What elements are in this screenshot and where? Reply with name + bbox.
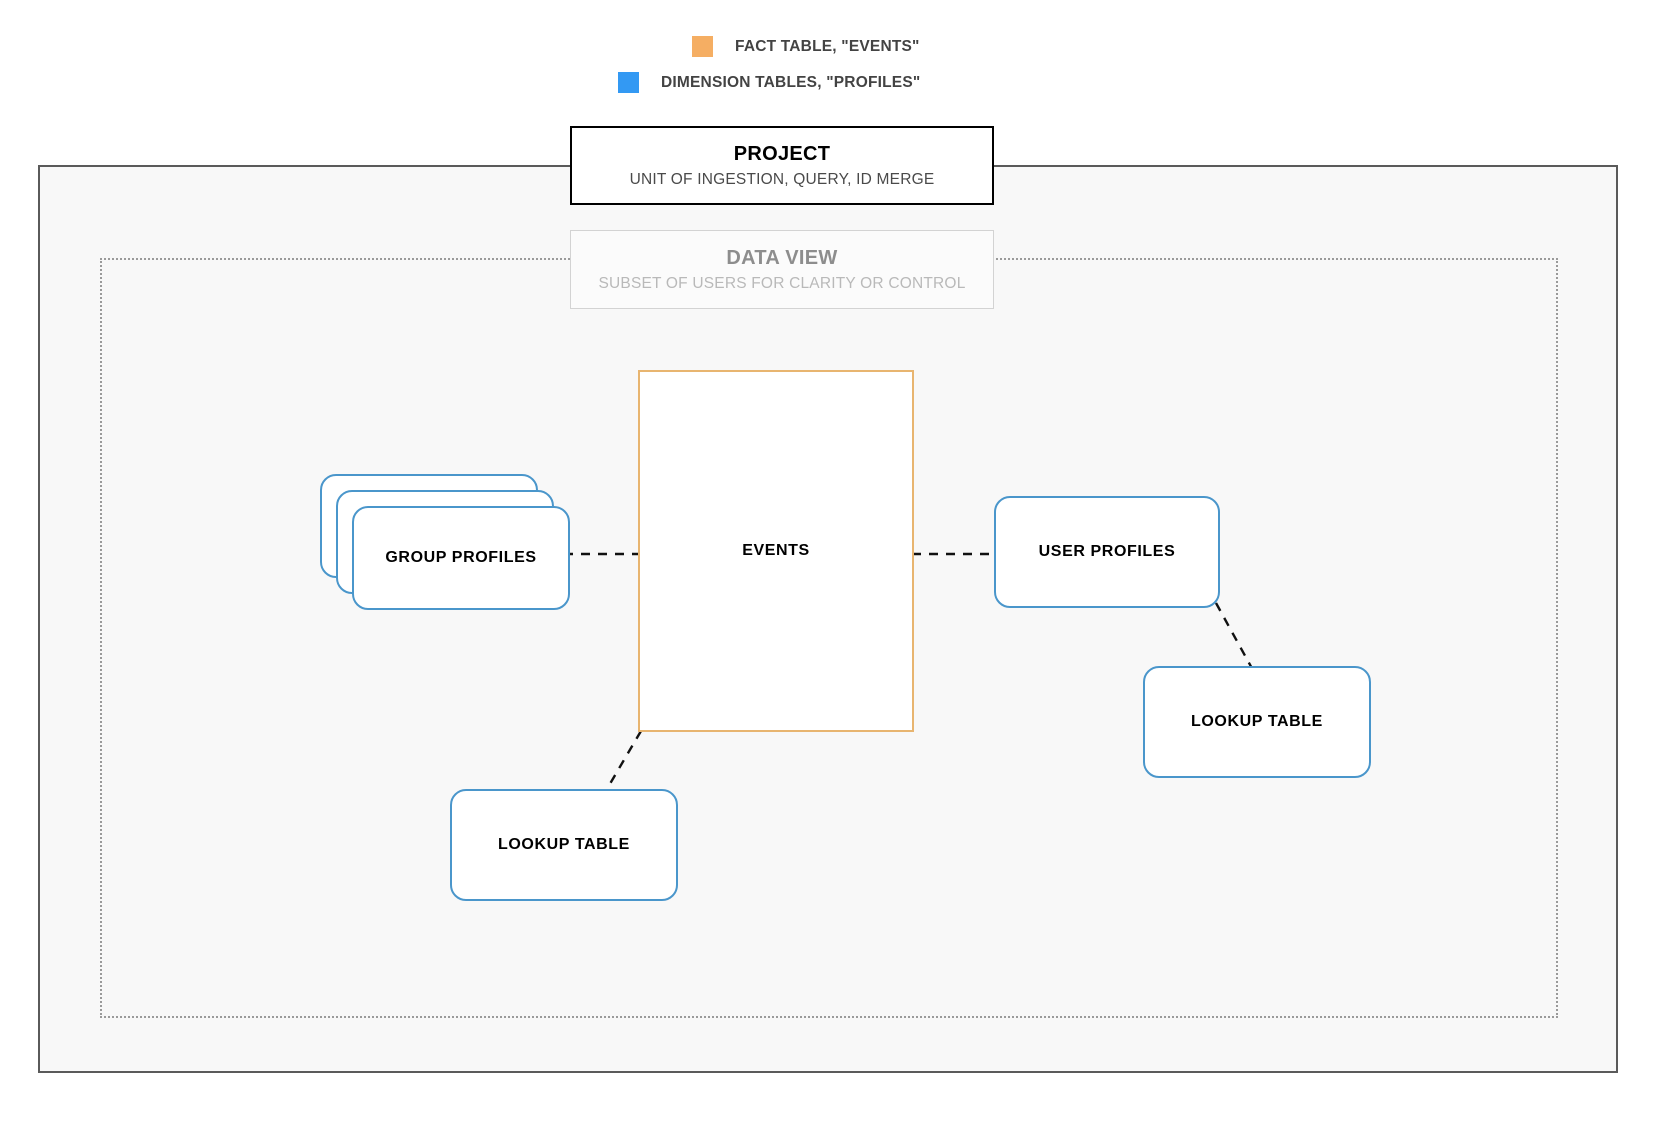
entity-user-profiles[interactable]: USER PROFILES: [994, 496, 1220, 608]
entity-events[interactable]: EVENTS: [638, 370, 914, 732]
project-title-card[interactable]: PROJECT UNIT OF INGESTION, QUERY, ID MER…: [570, 126, 994, 205]
entity-label-group-profiles: GROUP PROFILES: [385, 549, 537, 566]
entity-label-lookup-table-left: LOOKUP TABLE: [498, 836, 630, 853]
entity-label-lookup-table-right: LOOKUP TABLE: [1191, 713, 1323, 730]
project-title: PROJECT: [733, 142, 831, 165]
legend-item-fact-table: FACT TABLE, "EVENTS": [692, 36, 920, 57]
square-swatch-icon: [692, 36, 713, 57]
project-subtitle: UNIT OF INGESTION, QUERY, ID MERGE: [629, 170, 935, 188]
data-view-title: DATA VIEW: [726, 246, 838, 269]
data-view-title-card[interactable]: DATA VIEW SUBSET OF USERS FOR CLARITY OR…: [570, 230, 994, 309]
entity-label-events: EVENTS: [742, 542, 810, 559]
square-swatch-icon: [618, 72, 639, 93]
stack-layer-front[interactable]: GROUP PROFILES: [352, 506, 570, 610]
legend-label-dimension-tables: DIMENSION TABLES, "PROFILES": [661, 73, 921, 91]
legend-label-fact-table: FACT TABLE, "EVENTS": [735, 37, 920, 55]
entity-lookup-table-left[interactable]: LOOKUP TABLE: [450, 789, 678, 901]
entity-label-user-profiles: USER PROFILES: [1038, 543, 1176, 560]
data-view-subtitle: SUBSET OF USERS FOR CLARITY OR CONTROL: [598, 274, 966, 292]
legend-item-dimension-tables: DIMENSION TABLES, "PROFILES": [618, 72, 920, 93]
entity-group-profiles-stack[interactable]: GROUP PROFILES: [320, 474, 572, 610]
entity-lookup-table-right[interactable]: LOOKUP TABLE: [1143, 666, 1371, 778]
